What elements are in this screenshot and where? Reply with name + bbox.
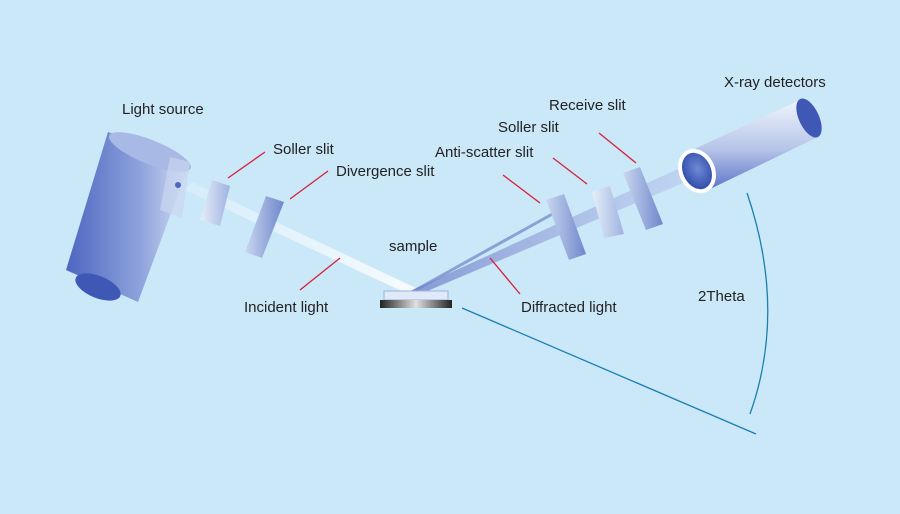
two-theta-arc (746, 192, 769, 415)
incident-beam (185, 182, 420, 294)
soller-slit-left-shape (200, 180, 230, 226)
light-source-tube (66, 132, 192, 302)
anti-scatter-slit-shape (546, 194, 586, 260)
diffracted-beam-edge (411, 210, 557, 294)
label-anti-scatter-slit: Anti-scatter slit (435, 144, 534, 161)
label-diffracted-light: Diffracted light (521, 299, 617, 316)
label-receive-slit: Receive slit (549, 97, 626, 114)
label-soller-slit-right: Soller slit (498, 119, 559, 136)
leader-lines (227, 132, 637, 295)
label-xray-detectors: X-ray detectors (724, 74, 826, 91)
sample-holder (380, 290, 452, 308)
label-sample: sample (389, 238, 438, 255)
divergence-slit-shape (245, 196, 284, 258)
two-theta-line (461, 307, 757, 435)
label-incident-light: Incident light (244, 299, 329, 316)
label-light-source: Light source (122, 101, 204, 118)
xray-detector-shape (678, 98, 822, 194)
soller-slit-right-shape (592, 186, 624, 238)
receive-slit-shape (623, 167, 663, 230)
label-two-theta: 2Theta (698, 288, 745, 305)
label-soller-slit-left: Soller slit (273, 141, 334, 158)
label-divergence-slit: Divergence slit (336, 163, 435, 180)
diffracted-beam (408, 168, 695, 292)
